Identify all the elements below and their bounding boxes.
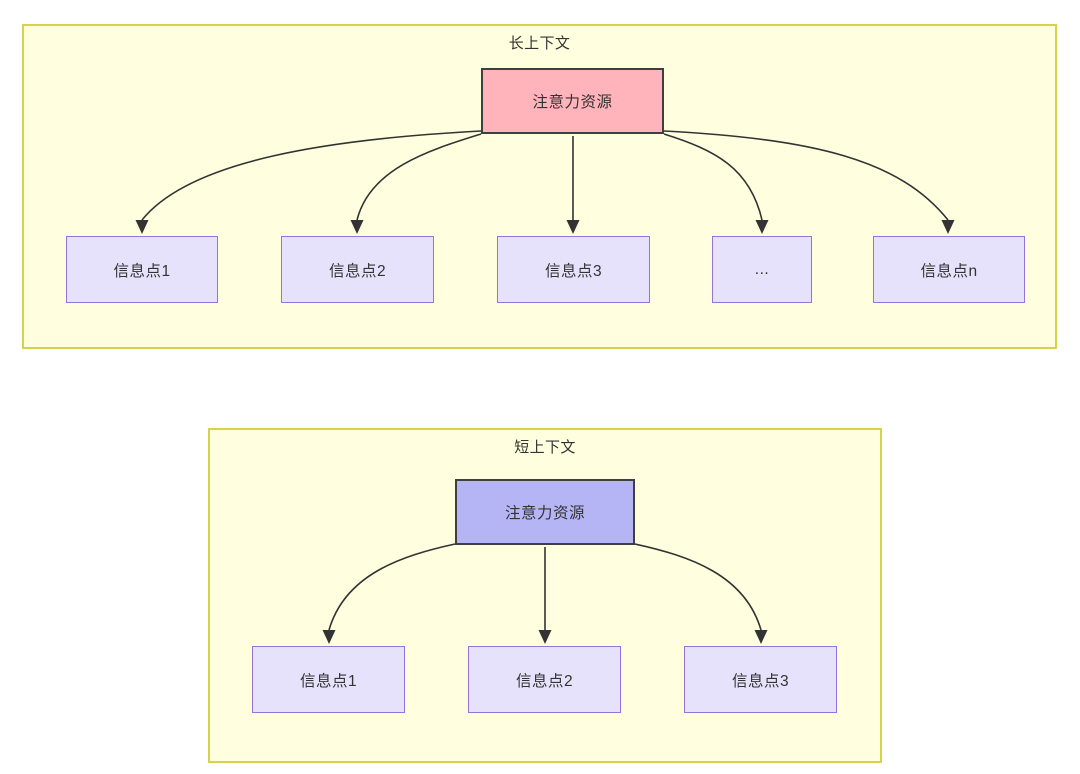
long-context-root-label: 注意力资源 [532, 94, 613, 111]
long-context-leaf-ellipsis[interactable]: ... [712, 236, 812, 303]
long-context-leaf-2-label: 信息点2 [328, 262, 387, 280]
long-context-leaf-1[interactable]: 信息点1 [66, 236, 218, 303]
short-context-leaf-2-label: 信息点2 [515, 672, 574, 690]
short-context-leaf-3-label: 信息点3 [731, 672, 790, 690]
short-context-leaf-2[interactable]: 信息点2 [468, 646, 621, 713]
long-context-leaf-2[interactable]: 信息点2 [281, 236, 434, 303]
long-context-leaf-ellipsis-label: ... [754, 260, 770, 278]
long-context-title: 长上下文 [508, 35, 571, 52]
short-context-title: 短上下文 [514, 439, 576, 456]
short-context-root-label: 注意力资源 [504, 505, 585, 522]
long-context-leaf-n[interactable]: 信息点n [873, 236, 1025, 303]
long-context-leaf-3-label: 信息点3 [544, 262, 603, 280]
short-context-leaf-3[interactable]: 信息点3 [684, 646, 837, 713]
long-context-leaf-3[interactable]: 信息点3 [497, 236, 650, 303]
short-context-leaf-1-label: 信息点1 [299, 672, 358, 690]
long-context-leaf-1-label: 信息点1 [113, 262, 171, 280]
short-context-leaf-1[interactable]: 信息点1 [252, 646, 405, 713]
long-context-root-node[interactable]: 注意力资源 [481, 68, 664, 134]
short-context-root-node[interactable]: 注意力资源 [455, 479, 635, 545]
long-context-leaf-n-label: 信息点n [920, 262, 978, 280]
